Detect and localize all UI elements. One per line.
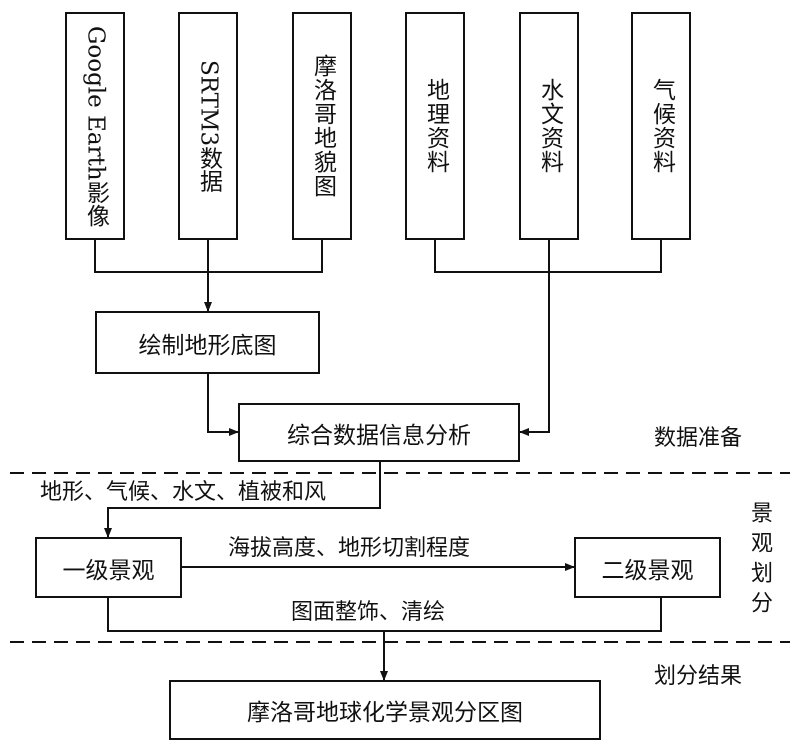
final-map-box: 摩洛哥地球化学景观分区图 xyxy=(169,680,601,740)
arrow-analysis-to-level1 xyxy=(104,462,381,538)
source-srtm3-label: SRTM3数据 xyxy=(195,59,222,193)
source-srtm3-box: SRTM3数据 xyxy=(178,12,238,240)
final-map-label: 摩洛哥地球化学景观分区图 xyxy=(247,700,523,726)
stage-landscape-division-label: 景观划分 xyxy=(747,501,772,621)
base-map-box: 绘制地形底图 xyxy=(95,311,320,374)
source-climate-label: 气候资料 xyxy=(648,78,675,174)
stage-division-result-label: 划分结果 xyxy=(654,664,743,689)
source-google-earth-box: Google Earth影像 xyxy=(65,12,125,240)
arrow-base-map-to-analysis xyxy=(207,374,239,436)
source-landform-map-label: 摩洛哥地貌图 xyxy=(309,54,336,198)
source-climate-box: 气候资料 xyxy=(631,12,691,240)
finishing-label: 图面整饰、清绘 xyxy=(291,600,446,625)
stage-data-preparation-label: 数据准备 xyxy=(654,426,743,451)
source-hydrology-box: 水文资料 xyxy=(519,12,579,240)
level1-landscape-box: 一级景观 xyxy=(35,537,182,598)
base-map-label: 绘制地形底图 xyxy=(138,332,277,359)
source-geography-label: 地理资料 xyxy=(422,78,449,174)
source-google-earth-label: Google Earth影像 xyxy=(82,25,109,227)
elevation-cutting-label: 海拔高度、地形切割程度 xyxy=(228,536,471,561)
level2-landscape-box: 二级景观 xyxy=(574,537,721,598)
level2-landscape-label: 二级景观 xyxy=(601,557,694,584)
factors-label: 地形、气候、水文、植被和风 xyxy=(40,480,327,505)
source-hydrology-label: 水文资料 xyxy=(536,78,563,174)
analysis-box: 综合数据信息分析 xyxy=(238,403,520,462)
analysis-label: 综合数据信息分析 xyxy=(287,422,471,449)
arrow-right-group-to-analysis xyxy=(519,272,550,436)
source-landform-map-box: 摩洛哥地貌图 xyxy=(292,12,352,240)
source-geography-box: 地理资料 xyxy=(405,12,465,240)
level1-landscape-label: 一级景观 xyxy=(62,557,155,584)
